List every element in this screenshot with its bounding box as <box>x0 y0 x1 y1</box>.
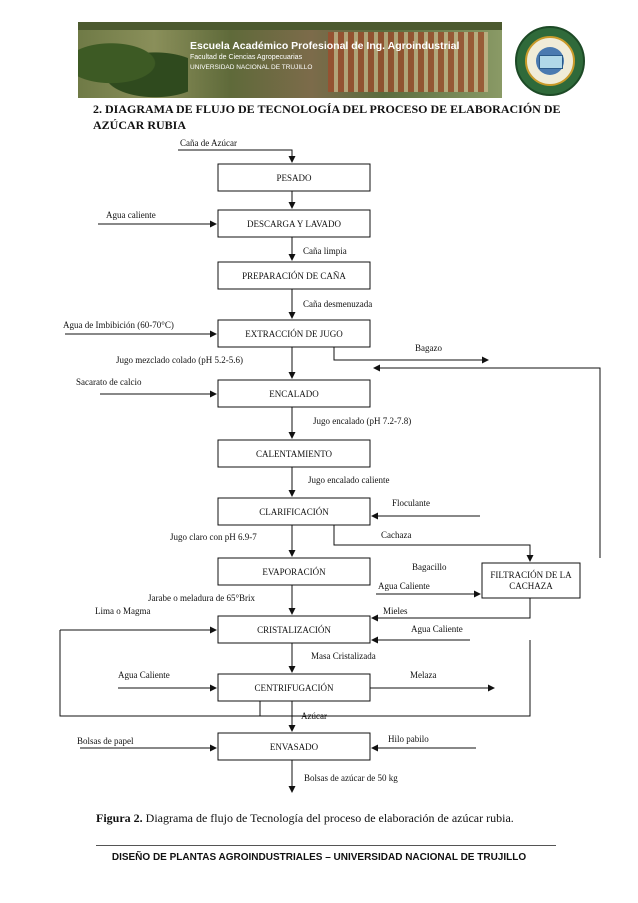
caption-prefix: Figura 2. <box>96 811 143 825</box>
label-azucar: Azúcar <box>301 711 327 721</box>
banner-tree-image <box>78 40 188 98</box>
banner-university: UNIVERSIDAD NACIONAL DE TRUJILLO <box>190 64 313 71</box>
banner-building-image <box>328 32 488 92</box>
box-filtracion-cachaza: FILTRACIÓN DE LA CACHAZA <box>490 570 572 591</box>
box-preparacion-cana: PREPARACIÓN DE CAÑA <box>242 271 346 281</box>
box-cristalizacion: CRISTALIZACIÓN <box>257 625 331 635</box>
box-evaporacion: EVAPORACIÓN <box>262 567 326 577</box>
label-agua-caliente-3: Agua Caliente <box>411 624 463 634</box>
label-hilo-pabilo: Hilo pabilo <box>388 734 429 744</box>
seal-flag <box>539 55 563 69</box>
page-footer: DISEÑO DE PLANTAS AGROINDUSTRIALES – UNI… <box>111 852 527 863</box>
banner-title: Escuela Académico Profesional de Ing. Ag… <box>190 40 460 52</box>
figure-caption: Figura 2. Diagrama de flujo de Tecnologí… <box>96 811 514 826</box>
header-banner: Escuela Académico Profesional de Ing. Ag… <box>78 22 502 98</box>
university-seal-logo <box>515 26 585 96</box>
label-floculante: Floculante <box>392 498 430 508</box>
box-clarificacion: CLARIFICACIÓN <box>259 507 329 517</box>
label-sacarato-calcio: Sacarato de calcio <box>76 377 142 387</box>
box-descarga-lavado: DESCARGA Y LAVADO <box>246 219 342 229</box>
caption-text: Diagrama de flujo de Tecnología del proc… <box>142 811 514 825</box>
box-envasado: ENVASADO <box>269 742 319 752</box>
label-jarabe-meladura: Jarabe o meladura de 65°Brix <box>148 593 256 603</box>
label-agua-caliente-1: Agua caliente <box>106 210 156 220</box>
label-jugo-mezclado: Jugo mezclado colado (pH 5.2-5.6) <box>116 355 243 365</box>
label-cana-limpia: Caña limpia <box>303 246 347 256</box>
label-bagacillo: Bagacillo <box>412 562 447 572</box>
box-centrifugacion: CENTRIFUGACIÓN <box>254 683 334 693</box>
label-jugo-encalado: Jugo encalado (pH 7.2-7.8) <box>313 416 412 426</box>
box-pesado: PESADO <box>276 173 312 183</box>
label-cana-desmenuzada: Caña desmenuzada <box>303 299 373 309</box>
label-melaza: Melaza <box>410 670 437 680</box>
label-agua-caliente-2: Agua Caliente <box>378 581 430 591</box>
label-bagazo: Bagazo <box>415 343 442 353</box>
diagram-title: 2. DIAGRAMA DE FLUJO DE TECNOLOGÍA DEL P… <box>93 102 561 132</box>
label-lima-magma: Lima o Magma <box>95 606 151 616</box>
label-bolsas-azucar: Bolsas de azúcar de 50 kg <box>304 773 398 783</box>
label-mieles: Mieles <box>383 606 408 616</box>
box-encalado: ENCALADO <box>269 389 319 399</box>
label-jugo-claro: Jugo claro con pH 6.9-7 <box>170 532 257 542</box>
banner-strip <box>78 22 502 30</box>
label-jugo-encalado-caliente: Jugo encalado caliente <box>308 475 390 485</box>
label-bolsas-papel: Bolsas de papel <box>77 736 134 746</box>
box-calentamiento: CALENTAMIENTO <box>255 449 333 459</box>
banner-faculty: Facultad de Ciencias Agropecuarias <box>190 54 303 61</box>
label-cana-azucar: Caña de Azúcar <box>180 138 237 148</box>
footer-divider <box>96 845 556 846</box>
label-agua-caliente-4: Agua Caliente <box>118 670 170 680</box>
label-cachaza: Cachaza <box>381 530 412 540</box>
box-extraccion-jugo: EXTRACCIÓN DE JUGO <box>245 329 343 339</box>
label-agua-imbibicion: Agua de Imbibición (60-70°C) <box>63 320 174 330</box>
label-masa-cristalizada: Masa Cristalizada <box>311 651 376 661</box>
